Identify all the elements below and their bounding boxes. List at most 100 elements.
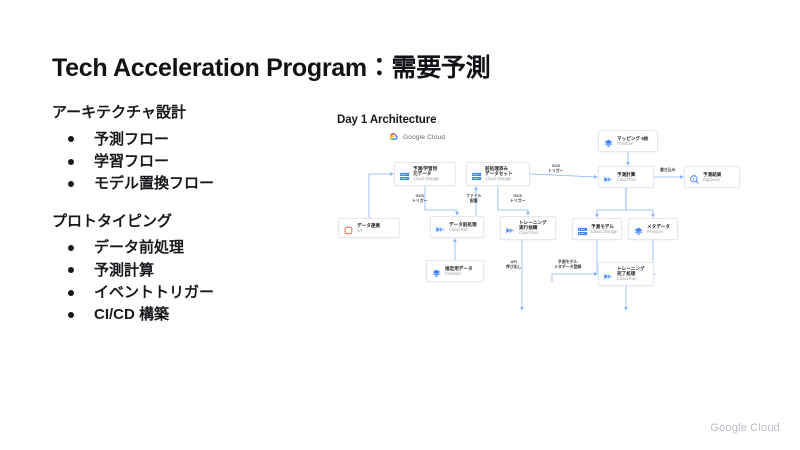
edge-label-line: 書き込み [660,167,676,172]
bullet-group: アーキテクチャ設計予測フロー学習フローモデル置換フロー [52,104,322,195]
google-cloud-label: Google Cloud [403,134,446,141]
node-title: 推定用データ [445,265,473,271]
cloud-storage-icon [471,169,482,180]
edge-label-line: GCS [551,163,560,168]
diagram-edge [368,172,394,218]
edge-label-line: 配置 [469,197,478,203]
cloud-run-icon [435,222,446,233]
firestore-icon [603,136,614,147]
cloud-storage-icon [577,224,588,235]
edge-label-line: API [510,259,518,264]
node-title: データ前処理 [449,221,477,227]
node-subtitle: Firestore [617,140,634,146]
node-title: 前処理済み [485,166,508,172]
list-item: CI/CD 構築 [52,304,322,325]
diagram-edge [529,173,598,179]
bullet-dot-icon [68,289,74,296]
diagram-title: Day 1 Architecture [337,114,437,126]
node-subtitle: IoT [357,227,363,233]
bullet-dot-icon [68,136,74,143]
list-item-label: データ前処理 [94,239,185,257]
list-item-label: イベントトリガー [94,283,215,301]
list-item-label: 予測フロー [94,130,170,148]
list-item: 予測計算 [52,260,322,281]
edge-label-line: 呼び出し [506,263,522,269]
list-item: イベントトリガー [52,282,322,303]
node-subtitle: Cloud Storage [591,228,618,234]
google-cloud-icon [390,133,398,140]
node-subtitle: Cloud Storage [413,176,440,182]
diagram-edge [424,186,459,216]
edge-label: 書き込み [660,167,676,173]
node-subtitle: Cloud Run [617,276,637,282]
edge-label-line: トリガー [548,167,564,173]
node-title: トレーニング [519,220,547,226]
edge-label-line: GCS [513,193,522,198]
diagram-edge [497,186,530,216]
diagram-edge [625,188,655,218]
bullet-column: アーキテクチャ設計予測フロー学習フローモデル置換フロープロトタイピングデータ前処… [52,104,322,344]
list-item: モデル置換フロー [52,173,322,194]
bullet-dot-icon [68,311,74,318]
edge-label-line: 予測モデル [557,259,578,264]
bullet-list: データ前処理予測計算イベントトリガー CI/CD 構築 [52,237,322,325]
node-title: データセット [485,171,513,177]
edge-label-line: トリガー [510,197,526,203]
edge-label: ファイル配置 [466,193,482,204]
cloud-run-icon [505,223,516,234]
bullet-group: プロトタイピングデータ前処理予測計算イベントトリガー CI/CD 構築 [52,213,322,326]
diagram-edge [595,188,627,218]
cloud-storage-icon [399,169,410,180]
google-cloud-logo: Google Cloud [390,133,445,142]
footer-brand: Google Cloud [710,422,780,434]
iot-icon [343,223,354,235]
list-item-label: モデル置換フロー [94,175,215,193]
edge-label-line: ファイル [466,193,482,198]
node-subtitle: Cloud Run [617,176,637,182]
node-subtitle: Cloud Storage [485,176,512,182]
cloud-run-icon [603,269,614,280]
list-item-label: CI/CD 構築 [94,306,170,324]
list-item: データ前処理 [52,237,322,258]
bullet-dot-icon [68,180,74,187]
page-title: Tech Acceleration Program：需要予測 [52,54,491,82]
diagram-edges [368,152,684,310]
bigquery-icon [689,172,700,184]
bullet-list: 予測フロー学習フローモデル置換フロー [52,129,322,195]
node-subtitle: Firestore [445,270,462,276]
node-subtitle: Cloud Run [519,230,539,236]
bullet-dot-icon [68,158,74,165]
bullet-dot-icon [68,245,74,252]
list-item-label: 学習フロー [94,153,170,171]
bullet-group-heading: プロトタイピング [52,212,173,230]
list-item-label: 予測計算 [94,261,155,279]
edge-label-line: GCS [415,193,424,198]
firestore-icon [633,224,644,235]
node-title: 完了処理 [617,271,636,277]
firestore-icon [431,266,442,277]
bullet-dot-icon [68,267,74,274]
list-item: 学習フロー [52,151,322,172]
